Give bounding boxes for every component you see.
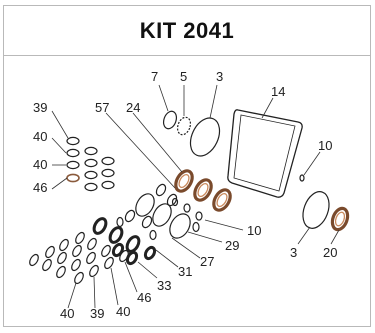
kit-title: KIT 2041 [139, 17, 235, 43]
callout-46-bottom: 46 [137, 290, 151, 305]
thick-seals [92, 217, 157, 266]
title-bar: KIT 2041 [4, 6, 370, 56]
callout-10-right: 10 [318, 138, 332, 153]
ring-stack-middle [116, 183, 203, 241]
o-ring-3-bottom [302, 191, 330, 229]
callout-3-top: 3 [216, 69, 223, 84]
callout-39-top: 39 [33, 100, 47, 115]
small-o-ring-10 [299, 174, 305, 182]
callout-3-bottom: 3 [290, 245, 297, 260]
gasket-14 [227, 109, 303, 198]
callout-10-mid: 10 [247, 223, 261, 238]
callout-29: 29 [225, 238, 239, 253]
callout-40-a: 40 [33, 129, 47, 144]
callout-39-bottom: 39 [90, 306, 104, 321]
ring-cluster-upper-left [66, 136, 115, 192]
callout-40-b: 40 [33, 157, 47, 172]
callout-7: 7 [151, 69, 158, 84]
backup-ring-20 [330, 206, 350, 232]
callout-14: 14 [271, 84, 285, 99]
bronze-rings-24 [174, 169, 232, 212]
callout-5: 5 [180, 69, 187, 84]
callout-31: 31 [178, 264, 192, 279]
callout-24: 24 [126, 100, 140, 115]
callout-20: 20 [323, 245, 337, 260]
callout-33: 33 [157, 278, 171, 293]
callout-40-bottom-mid: 40 [116, 304, 130, 319]
callout-27: 27 [200, 254, 214, 269]
ring-stack-bottom-left [29, 231, 129, 285]
callout-57: 57 [95, 100, 109, 115]
o-ring-3-top [189, 117, 221, 157]
snap-ring-5 [176, 116, 192, 136]
callout-40-bottom-left: 40 [60, 306, 74, 321]
leader-lines [51, 84, 340, 309]
callout-46-top: 46 [33, 180, 47, 195]
o-ring-7 [162, 110, 178, 130]
